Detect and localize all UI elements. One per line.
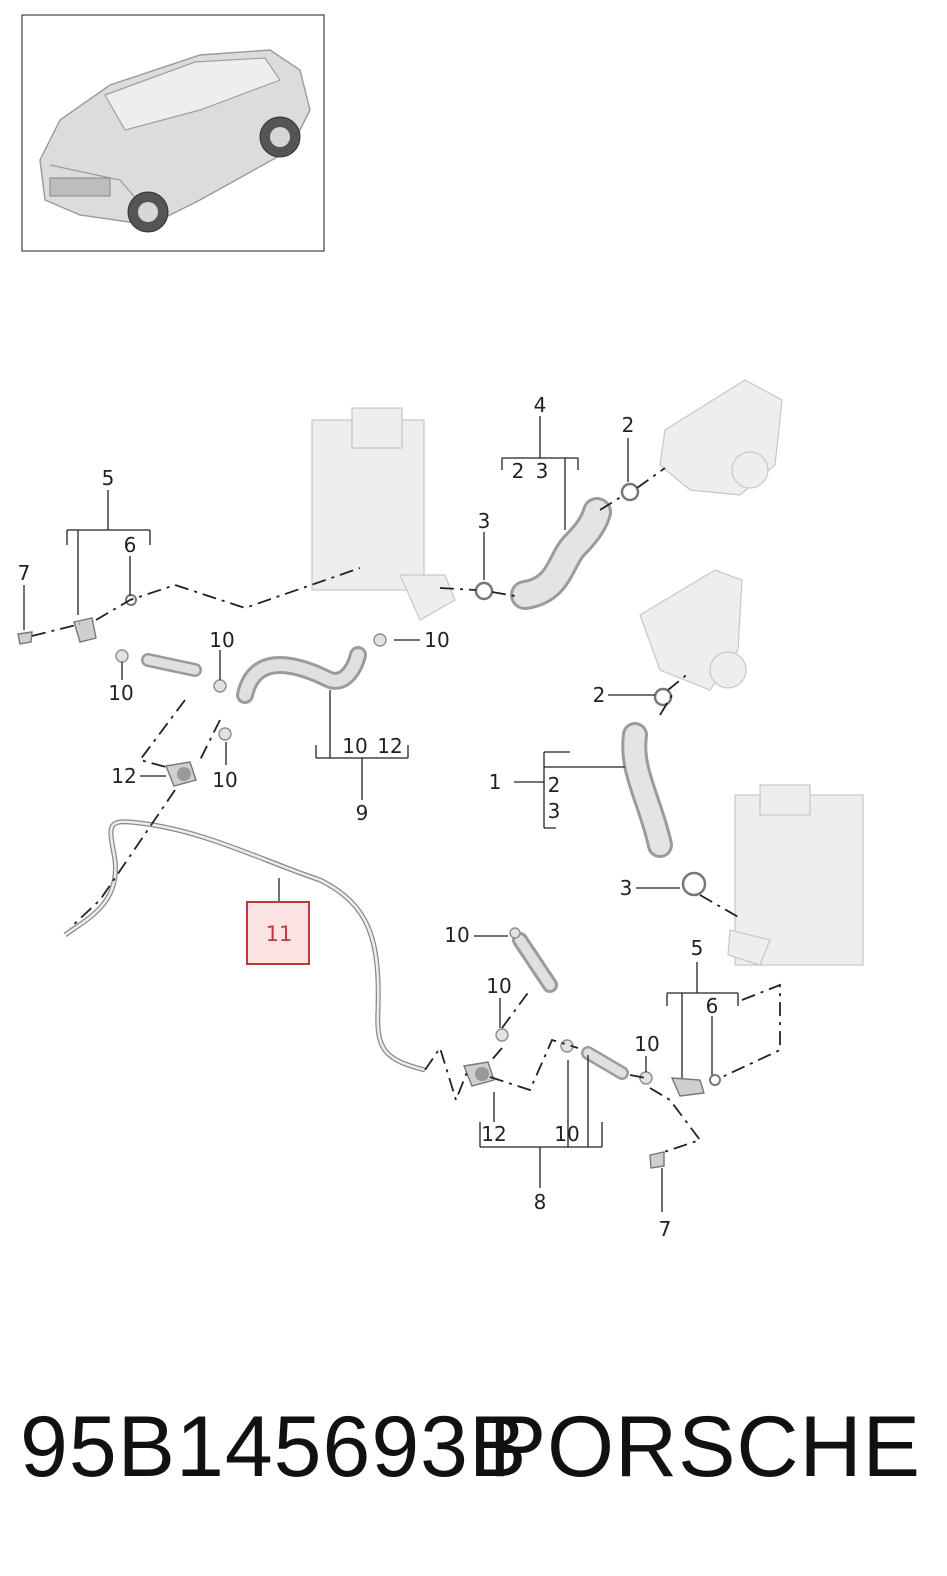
assembly-lines xyxy=(31,467,781,1153)
hose-9 xyxy=(236,646,367,704)
part-number-caption: 95B145693B xyxy=(20,1399,527,1495)
label-12-left[interactable]: 12 xyxy=(111,764,136,788)
label-10-e[interactable]: 10 xyxy=(444,923,469,947)
label-1-sub-2[interactable]: 2 xyxy=(548,773,561,797)
label-9-sub-10[interactable]: 10 xyxy=(342,734,367,758)
brand-caption: PORSCHE xyxy=(489,1399,921,1495)
label-10-a[interactable]: 10 xyxy=(209,628,234,652)
label-12-right[interactable]: 12 xyxy=(481,1122,506,1146)
label-4-sub-3[interactable]: 3 xyxy=(536,459,549,483)
label-5-left[interactable]: 5 xyxy=(102,466,115,490)
charge-air-hose-4 xyxy=(510,497,612,610)
label-10-f[interactable]: 10 xyxy=(486,974,511,998)
label-7-right[interactable]: 7 xyxy=(659,1217,672,1241)
small-parts xyxy=(17,482,721,1169)
label-10-c[interactable]: 10 xyxy=(108,681,133,705)
vacuum-line-11 xyxy=(63,819,426,1073)
label-10-b[interactable]: 10 xyxy=(424,628,449,652)
label-6-right[interactable]: 6 xyxy=(706,994,719,1018)
label-1[interactable]: 1 xyxy=(489,770,502,794)
label-10-d[interactable]: 10 xyxy=(212,768,237,792)
label-3-top[interactable]: 3 xyxy=(478,509,491,533)
label-10-g[interactable]: 10 xyxy=(634,1032,659,1056)
label-6-left[interactable]: 6 xyxy=(124,533,137,557)
label-4[interactable]: 4 xyxy=(534,393,547,417)
turbocharger-top xyxy=(659,379,783,496)
label-7-left[interactable]: 7 xyxy=(18,561,31,585)
suv-icon xyxy=(39,49,311,233)
hose-right-lower xyxy=(581,1046,629,1080)
intercooler-bottom xyxy=(727,784,864,966)
label-1-sub-3[interactable]: 3 xyxy=(548,799,561,823)
label-2-mid[interactable]: 2 xyxy=(593,683,606,707)
label-4-sub-2[interactable]: 2 xyxy=(512,459,525,483)
label-5-right[interactable]: 5 xyxy=(691,936,704,960)
leader-lines xyxy=(23,416,739,1212)
charge-air-hose-1 xyxy=(621,722,673,858)
label-11[interactable]: 11 xyxy=(266,922,293,946)
label-9-sub-12[interactable]: 12 xyxy=(377,734,402,758)
label-2-top[interactable]: 2 xyxy=(622,413,635,437)
label-10-h[interactable]: 10 xyxy=(554,1122,579,1146)
hose-left-small xyxy=(141,653,202,677)
highlight-box-11[interactable] xyxy=(246,901,310,965)
label-3-mid[interactable]: 3 xyxy=(620,876,633,900)
vehicle-thumbnail xyxy=(21,14,325,252)
hose-right-upper xyxy=(512,932,558,993)
label-9[interactable]: 9 xyxy=(356,801,369,825)
label-8[interactable]: 8 xyxy=(534,1190,547,1214)
part-labels: 4 2 3 2 3 5 6 7 10 10 10 10 12 10 12 9 2… xyxy=(18,393,719,1241)
intercooler-top xyxy=(311,407,456,621)
turbocharger-mid xyxy=(639,569,747,691)
